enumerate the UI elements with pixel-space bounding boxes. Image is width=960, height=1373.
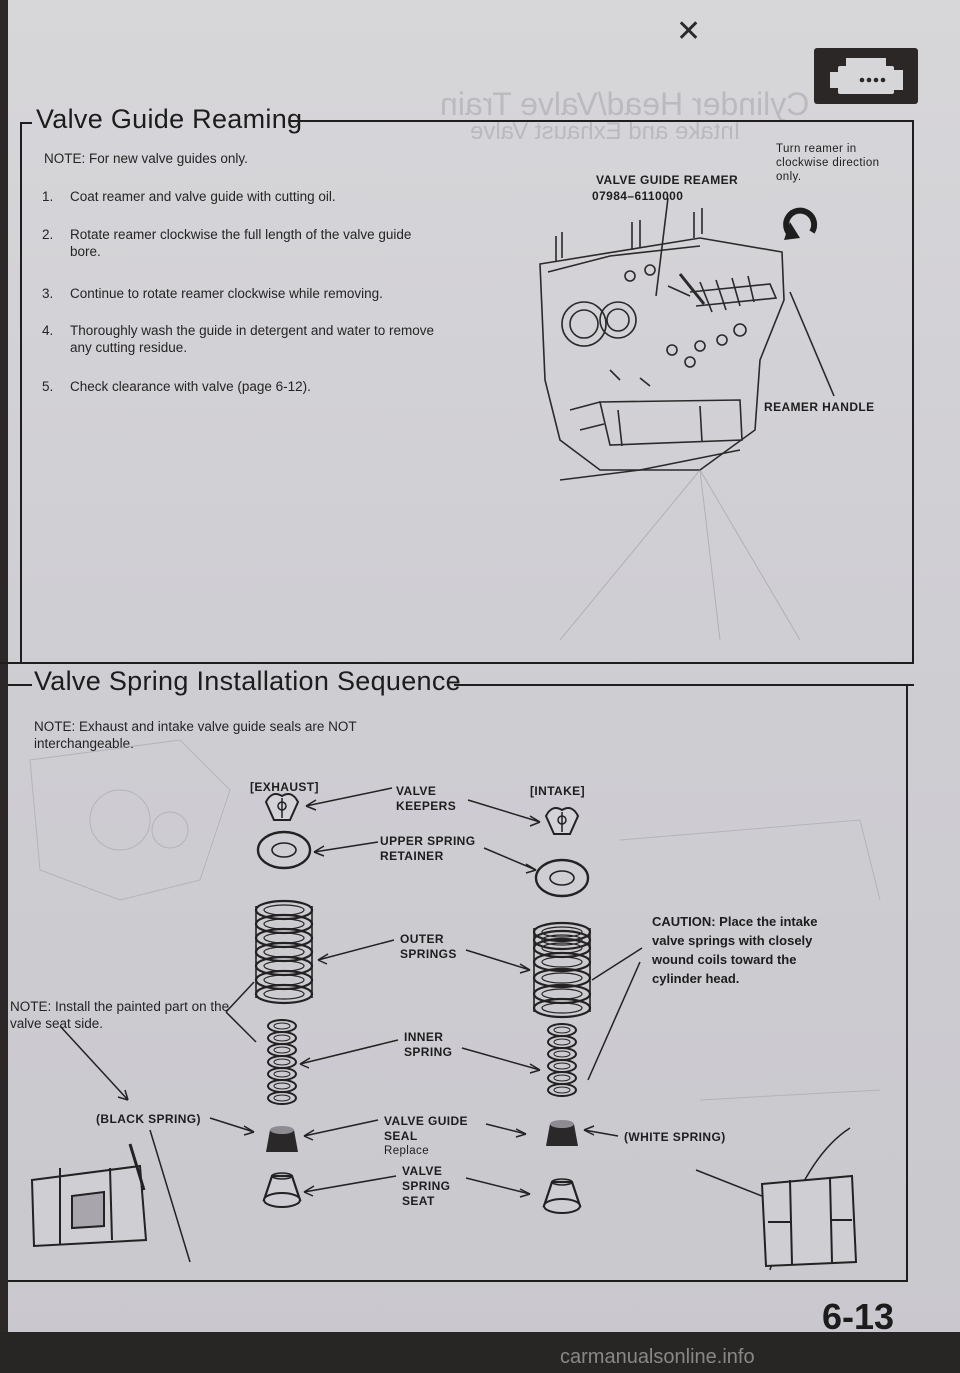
reaming-note: NOTE: For new valve guides only.: [44, 151, 248, 166]
watermark: carmanualsonline.info: [560, 1346, 755, 1368]
turn-note: Turn reamer in clockwise direction only.: [776, 143, 880, 183]
valve-spring-seat-label: VALVE SPRING SEAT: [402, 1164, 451, 1208]
black-seal-detail-icon: [30, 1143, 148, 1248]
page-edge-left: [0, 0, 8, 1373]
intake-inner-spring-icon: [547, 1023, 577, 1097]
step-text: Thoroughly wash the guide in detergent a…: [70, 323, 434, 355]
upper-spring-retainer-label: UPPER SPRING RETAINER: [380, 834, 476, 863]
page-edge-bottom: [0, 1332, 960, 1373]
exhaust-valve-keepers-icon: [264, 793, 300, 821]
step-text: Coat reamer and valve guide with cutting…: [70, 189, 336, 204]
exhaust-inner-spring-icon: [267, 1019, 297, 1105]
step-text: Rotate reamer clockwise the full length …: [70, 227, 412, 259]
valve-keepers-label: VALVE KEEPERS: [396, 784, 457, 813]
reaming-box-bottom: [0, 662, 914, 664]
spring-box-right: [906, 684, 908, 1282]
reaming-title-rule-left: [20, 122, 32, 124]
black-spring-label: (BLACK SPRING): [96, 1112, 201, 1126]
valve-guide-seal-label: VALVE GUIDE SEAL: [384, 1114, 468, 1143]
reaming-step-3: 3. Continue to rotate reamer clockwise wh…: [42, 285, 460, 302]
engine-icon: [814, 48, 918, 104]
step-text: Check clearance with valve (page 6-12).: [70, 379, 311, 394]
step-number: 2.: [42, 227, 54, 242]
spring-title-rule-left: [8, 684, 32, 686]
intake-label: [INTAKE]: [530, 784, 585, 798]
painted-part-note: NOTE: Install the painted part on the va…: [10, 999, 230, 1031]
intake-spring-seat-icon: [542, 1178, 582, 1214]
step-number: 3.: [42, 286, 54, 301]
spring-box-bottom: [8, 1280, 908, 1282]
reaming-title-rule-right: [290, 120, 914, 122]
step-number: 4.: [42, 323, 54, 338]
white-spring-label: (WHITE SPRING): [624, 1130, 726, 1144]
exhaust-outer-spring-icon: [254, 899, 314, 1005]
spring-title-rule-right: [454, 684, 914, 686]
step-number: 5.: [42, 379, 54, 394]
pen-mark: ✕: [676, 15, 702, 48]
tool-label: VALVE GUIDE REAMER: [596, 173, 739, 187]
caution-text: CAUTION: Place the intake valve springs …: [652, 914, 818, 986]
reaming-step-1: 1. Coat reamer and valve guide with cutti…: [42, 188, 460, 205]
valve-guide-seal-replace: Replace: [384, 1145, 429, 1157]
exhaust-spring-seat-icon: [262, 1172, 302, 1208]
step-number: 1.: [42, 189, 54, 204]
exhaust-label: [EXHAUST]: [250, 780, 319, 794]
reaming-step-2: 2. Rotate reamer clockwise the full lengt…: [42, 226, 440, 260]
step-text: Continue to rotate reamer clockwise whil…: [70, 286, 383, 301]
intake-guide-seal-icon: [546, 1120, 578, 1146]
page-number: 6-13: [822, 1296, 895, 1337]
reamer-handle-label: REAMER HANDLE: [764, 400, 875, 414]
reaming-step-5: 5. Check clearance with valve (page 6-12)…: [42, 378, 460, 395]
outer-springs-label: OUTER SPRINGS: [400, 932, 457, 961]
intake-outer-spring-icon: [532, 921, 592, 1019]
exhaust-guide-seal-icon: [266, 1126, 298, 1152]
reaming-box-right: [912, 120, 914, 664]
spring-note: NOTE: Exhaust and intake valve guide sea…: [34, 719, 357, 751]
reaming-section-title: Valve Guide Reaming: [36, 104, 303, 134]
inner-spring-label: INNER SPRING: [404, 1030, 453, 1059]
intake-valve-keepers-icon: [544, 807, 580, 835]
white-seal-detail-icon: [760, 1174, 858, 1268]
reaming-box-left: [20, 122, 22, 662]
reaming-step-4: 4. Thoroughly wash the guide in detergent…: [42, 322, 440, 356]
tool-number: 07984–6110000: [592, 189, 684, 203]
spring-section-title: Valve Spring Installation Sequence: [34, 666, 461, 696]
exhaust-retainer-icon: [256, 830, 312, 870]
clockwise-arrow-icon: [783, 207, 818, 240]
intake-retainer-icon: [534, 858, 590, 898]
